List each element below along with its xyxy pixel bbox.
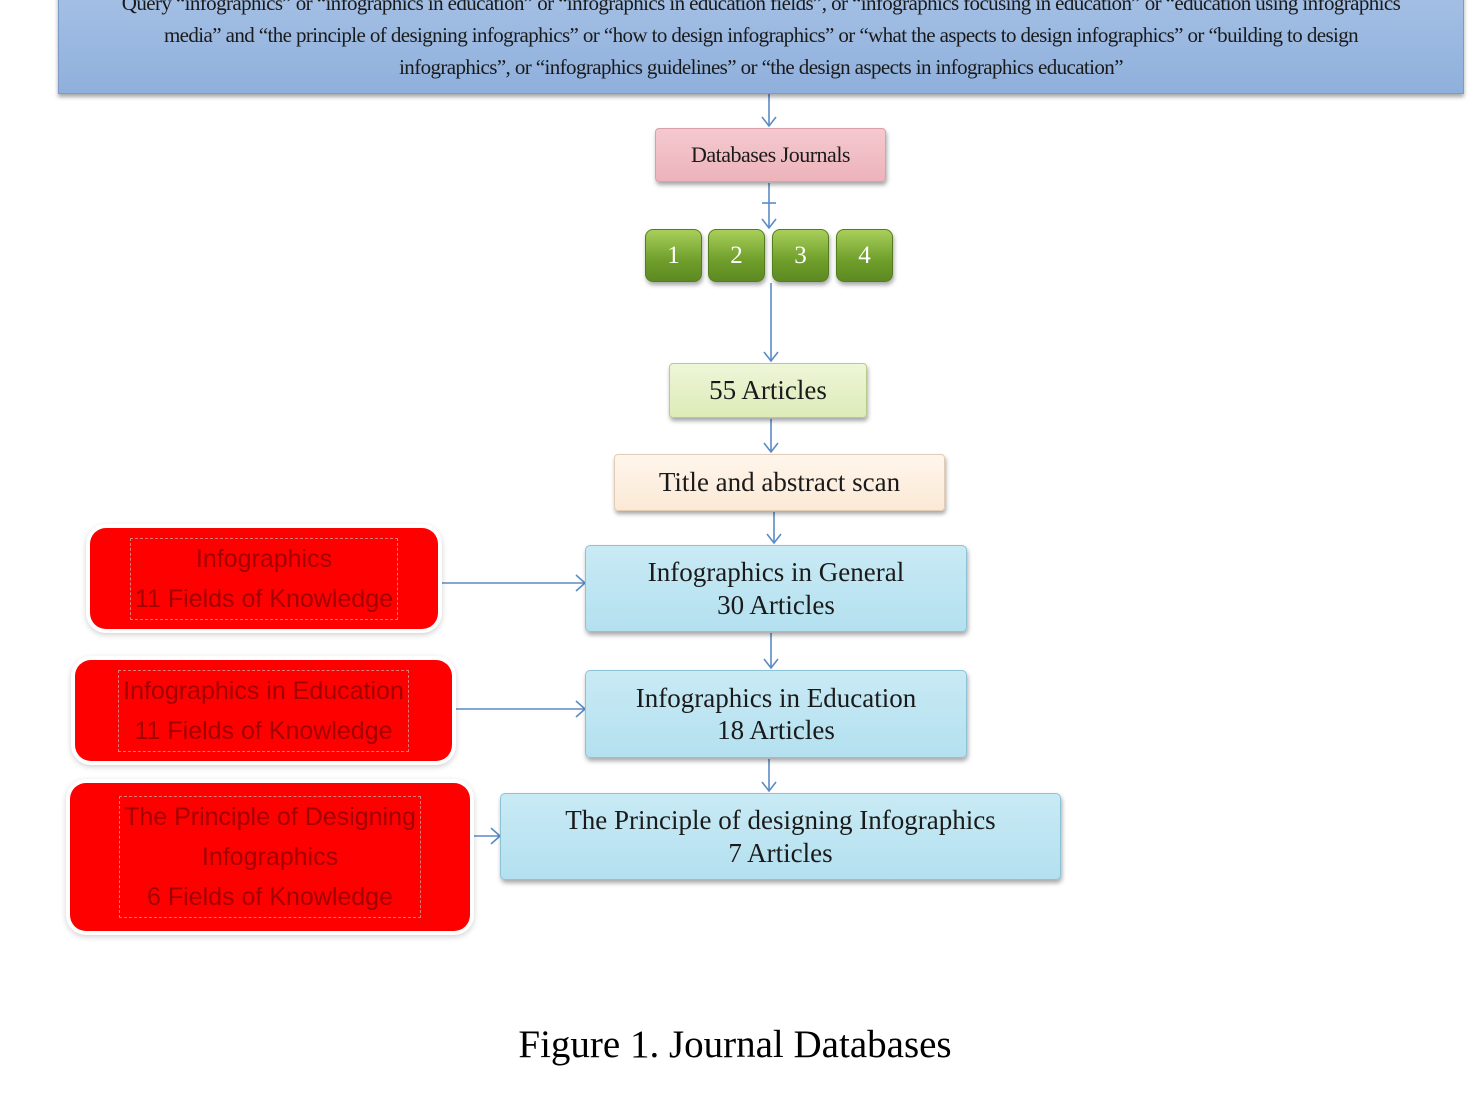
- total-articles-label: 55 Articles: [709, 375, 827, 406]
- query-line: Query “infographics” or “infographics in…: [121, 0, 1401, 15]
- result-count: 18 Articles: [717, 715, 835, 745]
- scan-label: Title and abstract scan: [658, 467, 901, 498]
- arrowhead-databases: [761, 116, 777, 128]
- database-number-1: 1: [645, 229, 702, 282]
- arrowhead-principle: [761, 781, 777, 793]
- title-abstract-scan-box: Title and abstract scan: [614, 454, 945, 511]
- field-line: Infographics: [195, 544, 333, 573]
- figure-caption: Figure 1. Journal Databases: [518, 1023, 952, 1066]
- field-line: Infographics: [201, 843, 339, 871]
- result-count: 30 Articles: [717, 589, 835, 620]
- field-text-frame: The Principle of Designing Infographics …: [119, 796, 421, 918]
- arrowhead-numbers: [761, 218, 777, 230]
- field-text-frame: Infographics in Education 11 Fields of K…: [118, 669, 409, 752]
- database-number-3: 3: [772, 229, 829, 282]
- total-articles-box: 55 Articles: [669, 363, 867, 418]
- field-line: 11 Fields of Knowledge: [134, 716, 393, 745]
- database-number-4: 4: [836, 229, 893, 282]
- result-title: The Principle of designing Infographics: [565, 805, 996, 836]
- field-line: The Principle of Designing: [124, 803, 416, 831]
- arrowhead-education: [763, 658, 779, 670]
- arrowhead-scan: [763, 442, 779, 454]
- result-general-box: Infographics in General 30 Articles: [585, 545, 967, 632]
- result-principle-box: The Principle of designing Infographics …: [500, 793, 1061, 880]
- result-count: 7 Articles: [728, 837, 833, 868]
- field-education-box: Infographics in Education 11 Fields of K…: [75, 660, 452, 761]
- search-query-box: Query “infographics” or “infographics in…: [58, 0, 1464, 94]
- field-principle-box: The Principle of Designing Infographics …: [70, 783, 470, 931]
- field-line: Infographics in Education: [123, 676, 404, 705]
- field-text-frame: Infographics 11 Fields of Knowledge: [129, 537, 399, 620]
- field-line: 11 Fields of Knowledge: [134, 584, 394, 613]
- result-education-box: Infographics in Education 18 Articles: [585, 670, 967, 758]
- result-title: Infographics in Education: [635, 682, 917, 713]
- databases-label: Databases Journals: [690, 141, 851, 167]
- databases-journals-box: Databases Journals: [655, 128, 886, 182]
- query-line: media” and “the principle of designing i…: [163, 23, 1359, 47]
- result-title: Infographics in General: [647, 557, 905, 588]
- arrowhead-general: [766, 533, 782, 545]
- field-line: 6 Fields of Knowledge: [147, 883, 393, 911]
- database-number-2: 2: [708, 229, 765, 282]
- query-line: infographics”, or “infographics guidelin…: [399, 55, 1123, 79]
- arrowhead-articles: [763, 351, 779, 363]
- field-general-box: Infographics 11 Fields of Knowledge: [90, 528, 438, 629]
